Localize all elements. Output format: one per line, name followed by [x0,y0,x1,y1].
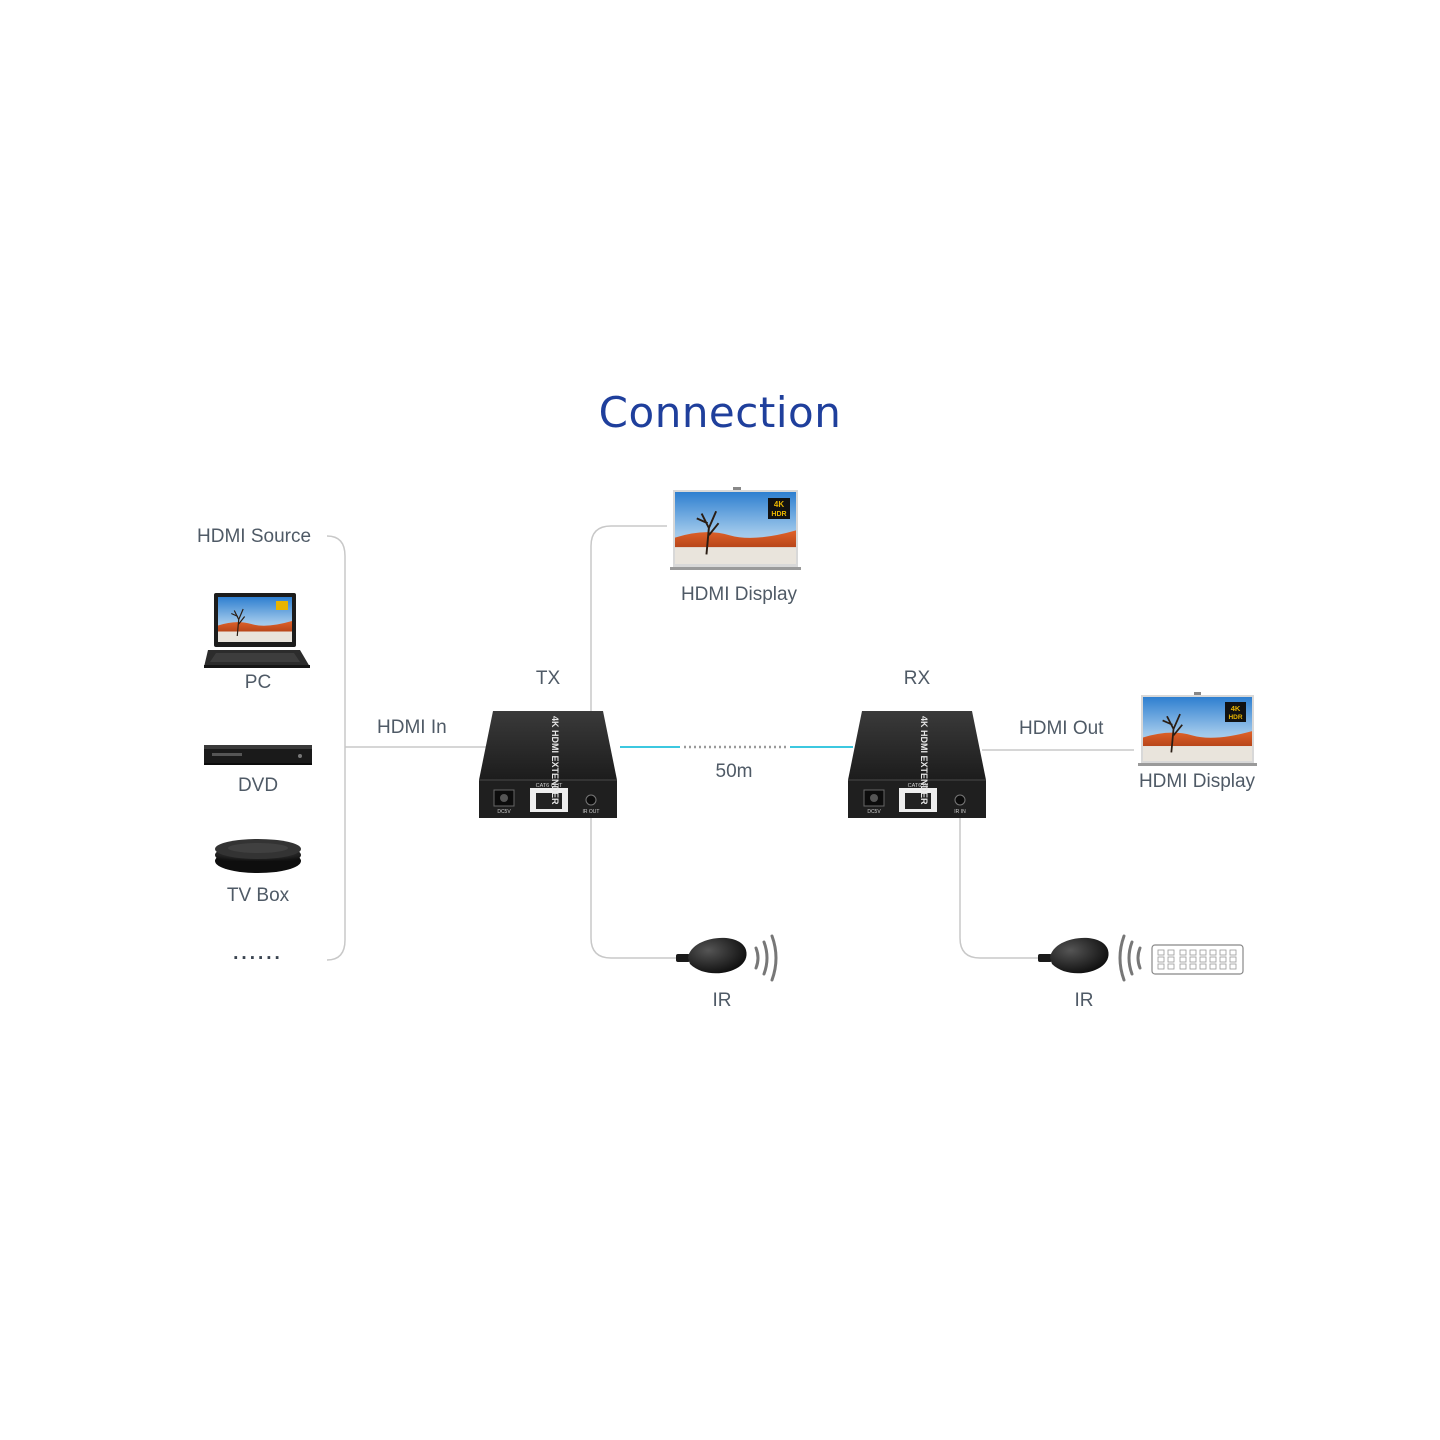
rx-port-label: CAT6 IN [908,783,929,789]
pc-label: PC [244,672,272,693]
tx-display-label: HDMI Display [680,584,798,605]
rx-extender-device [848,711,986,818]
more-sources-label: ...... [233,943,283,964]
ir-emitter-icon [676,937,747,974]
tx-display-badge-bottom: HDR [771,511,786,518]
rx-device-text: 4K HDMI EXTENDER [919,716,929,805]
rx-display-label: HDMI Display [1138,771,1256,792]
remote-signal-icon [1118,934,1142,982]
tx-ir-label: IR [712,990,732,1011]
rx-power-label: DC5V [867,809,881,815]
rx-ir-label: IR [1074,990,1094,1011]
rx-display-badge-bottom: HDR [1228,714,1242,721]
rx-display-icon [1138,692,1257,766]
ir-receiver-icon [1038,937,1109,974]
tx-power-label: DC5V [497,809,511,815]
tx-device-text: 4K HDMI EXTENDER [550,716,560,805]
hdmi-out-label: HDMI Out [1019,718,1104,739]
tx-display-icon [670,487,801,570]
diagram-title: Connection [598,388,842,438]
tv-box-label: TV Box [226,885,290,906]
rx-label: RX [903,668,931,689]
rx-ir-line [959,818,1045,959]
laptop-icon [204,593,310,668]
rx-display-badge-top: 4K [1231,704,1241,713]
dvd-label: DVD [237,775,279,796]
tx-extender-device [479,711,617,818]
ir-signal-icon [754,934,778,982]
tx-port-label: CAT6 OUT [536,783,563,789]
tv-box-icon [215,839,301,873]
dvd-player-icon [204,745,312,765]
rx-ir-port-label: IR IN [954,809,966,815]
hdmi-source-label: HDMI Source [197,526,312,547]
tx-display-line [590,525,667,712]
source-bracket [326,535,346,961]
tx-ir-line [590,818,680,959]
tx-display-badge-top: 4K [774,500,784,509]
tx-ir-port-label: IR OUT [583,809,600,815]
tx-label: TX [535,668,561,689]
remote-control-icon [1151,944,1244,975]
distance-label: 50m [715,761,753,782]
device-printing: 4K HDMI EXTENDER CAT6 OUT DC5V IR OUT 4K… [497,500,1243,815]
hdmi-in-label: HDMI In [377,717,447,738]
connector-lines [326,525,1134,961]
